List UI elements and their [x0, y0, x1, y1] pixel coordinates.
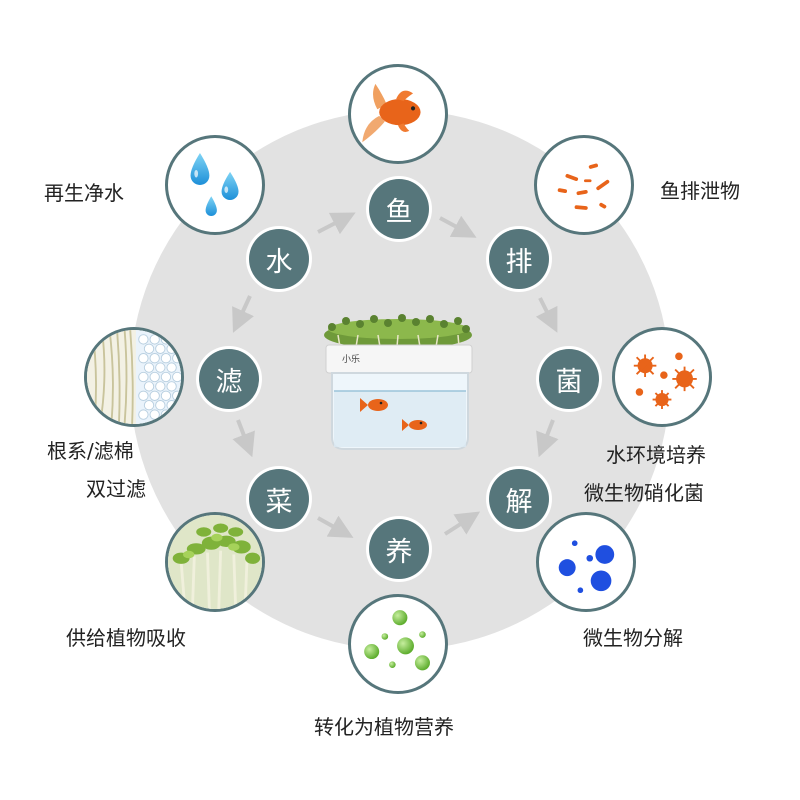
node-nourish: 养: [369, 519, 429, 579]
node-excrete: 排: [489, 229, 549, 289]
node-water: 水: [249, 229, 309, 289]
arrow-filter-to-vegetable: [232, 419, 255, 458]
label-plant-nutrient: 转化为植物营养: [314, 715, 454, 739]
bubble-fish-waste: [534, 135, 634, 235]
bubble-microbe: [536, 512, 636, 612]
arrow-water-to-fish: [317, 212, 356, 235]
aquarium-tank-icon: [324, 314, 473, 450]
bubble-bacteria: [612, 327, 712, 427]
node-vegetable: 菜: [249, 469, 309, 529]
root-filter-icon: [87, 330, 181, 424]
bubble-fish: [348, 64, 448, 164]
nutrient-bubbles-icon: [364, 610, 430, 671]
arrow-excrete-to-bacteria: [535, 297, 558, 333]
water-drops-icon: [190, 153, 239, 217]
node-decompose: 解: [489, 469, 549, 529]
arrow-nourish-to-decompose: [443, 511, 481, 536]
arrow-water-to-filter: [232, 295, 254, 333]
node-bacteria: 菌: [539, 349, 599, 409]
bacteria-icon: [633, 352, 697, 409]
label-root-filter-line1: 根系/滤棉: [47, 439, 134, 463]
bubble-root-filter: [84, 327, 184, 427]
label-regenerate-water: 再生净水: [44, 181, 124, 205]
tank-brand-label: 小乐: [342, 355, 361, 365]
bubble-water: [165, 135, 265, 235]
arrow-fish-to-excrete: [439, 215, 477, 238]
node-fish: 鱼: [369, 179, 429, 239]
microbe-dots-icon: [558, 540, 615, 594]
arrow-bacteria-to-decompose: [536, 419, 559, 458]
bubble-nutrient: [348, 594, 448, 694]
waste-flakes-icon: [557, 163, 610, 210]
label-plant-absorb: 供给植物吸收: [66, 626, 186, 650]
node-filter: 滤: [199, 349, 259, 409]
sprouts-icon: [168, 515, 262, 609]
label-fish-waste: 鱼排泄物: [660, 179, 740, 203]
bubble-sprouts: [165, 512, 265, 612]
label-root-filter-line2: 双过滤: [86, 477, 146, 501]
label-nitrifying-line2: 微生物硝化菌: [584, 481, 704, 505]
arrow-vegetable-to-nourish: [317, 515, 354, 538]
label-nitrifying-line1: 水环境培养: [606, 443, 706, 467]
label-microbe-decompose: 微生物分解: [583, 626, 683, 650]
goldfish-icon: [362, 83, 421, 143]
